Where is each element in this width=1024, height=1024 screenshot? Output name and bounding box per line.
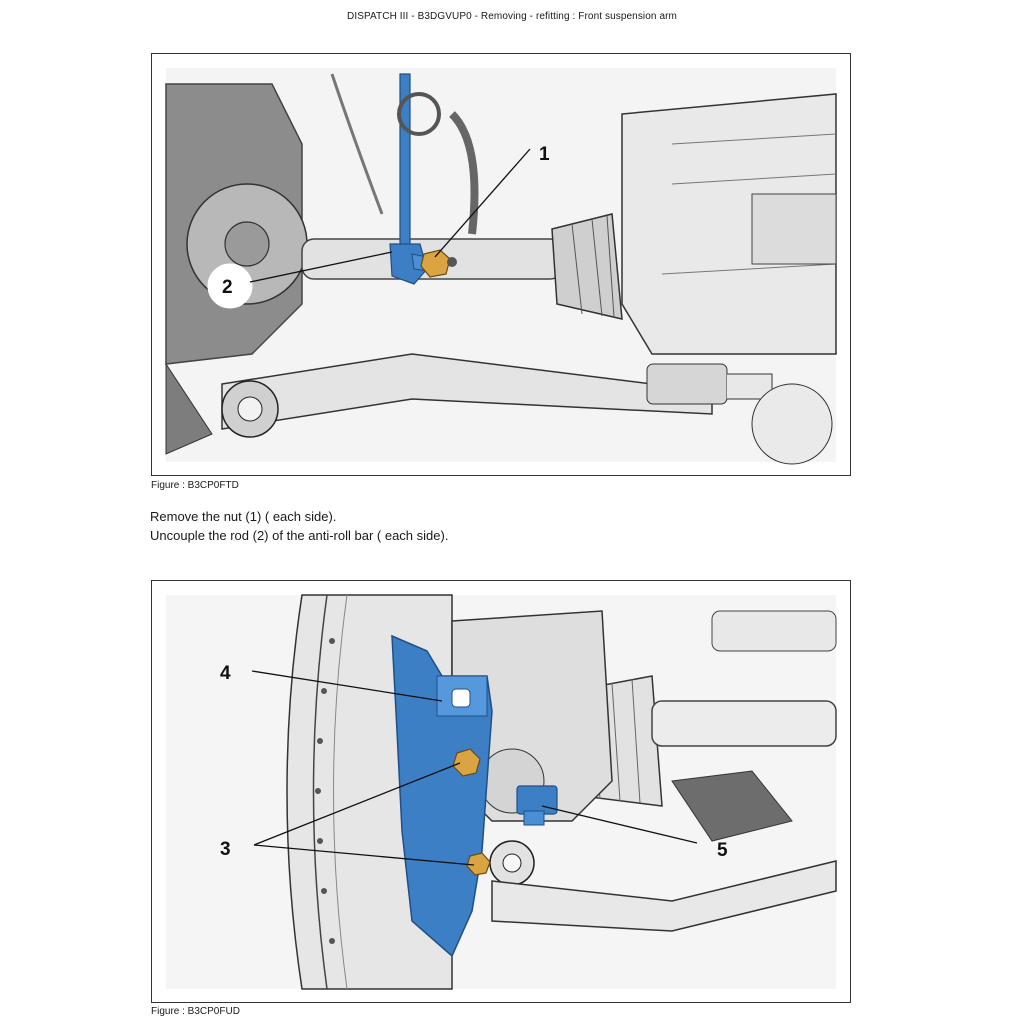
page-header: DISPATCH III - B3DGVUP0 - Removing - ref… [347, 11, 677, 22]
callout-1: 1 [539, 144, 550, 165]
brake-caliper-illustration [165, 83, 308, 455]
instruction-remove-nut: Remove the nut (1) ( each side). [150, 509, 337, 524]
hub-carrier-illustration [621, 93, 837, 355]
instruction-uncouple-rod: Uncouple the rod (2) of the anti-roll ba… [150, 528, 449, 543]
figure-anti-roll-bar-rod: 1 2 [151, 53, 851, 476]
brake-shield [391, 634, 493, 958]
callout-4: 4 [220, 663, 231, 684]
callout-5: 5 [717, 840, 728, 861]
lower-suspension-arm-illustration [221, 353, 833, 465]
shield-bolts [452, 748, 491, 876]
lower-arm-illustration [491, 770, 837, 932]
anti-roll-bar-rod [389, 73, 438, 285]
callout-line-4 [251, 670, 443, 702]
callout-line-3a [253, 762, 461, 846]
technical-drawing-2: 4 3 5 [166, 594, 837, 990]
callout-3: 3 [220, 839, 231, 860]
figure-caption-1: Figure : B3CP0FTD [151, 480, 239, 491]
figure-brake-shield: 4 3 5 [151, 580, 851, 1003]
callout-line-5 [541, 805, 698, 844]
technical-drawing-1: 1 2 [165, 68, 837, 465]
callout-line-2 [249, 251, 393, 283]
callout-line-1 [434, 148, 531, 258]
upper-link-illustration [330, 73, 479, 235]
callout-line-3b [253, 844, 475, 866]
callout-2: 2 [222, 277, 233, 298]
rod-nut [420, 249, 457, 278]
callout-2-backdrop [207, 263, 253, 309]
figure-caption-2: Figure : B3CP0FUD [151, 1006, 240, 1017]
